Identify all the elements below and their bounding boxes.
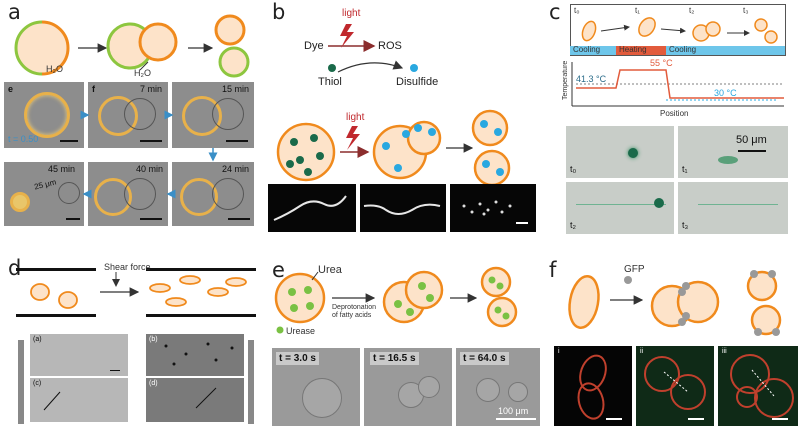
sub-a-label: (a) — [33, 336, 42, 343]
temp-mid-label: 41.3 °C — [576, 74, 607, 84]
panel-e-schematic — [274, 266, 518, 334]
image-c-t1: 50 μm t₁ — [678, 126, 788, 178]
position-axis-label: Position — [660, 109, 689, 118]
panel-a-label: a — [8, 0, 21, 24]
heating-label: Heating — [619, 45, 647, 54]
sub-d-label: (d) — [149, 380, 158, 387]
ros-label: ROS — [378, 40, 402, 52]
deprotonation-label: Deprotonation — [332, 304, 376, 311]
light-label-2: light — [346, 112, 365, 123]
time-45-label: 45 min — [48, 164, 76, 174]
panel-c-label: c — [549, 0, 561, 24]
fatty-acids-label: of fatty acids — [332, 312, 372, 319]
urease-label: Urease — [286, 326, 316, 336]
scale-strip-left — [18, 340, 24, 424]
panel-d-label: d — [8, 256, 22, 280]
cooling-zone-2: Cooling — [666, 45, 785, 55]
micrograph-e-note: t = 0.50 — [8, 134, 39, 144]
shear-force-label: Shear force — [104, 262, 151, 272]
temperature-profile-plot — [571, 62, 784, 107]
micrograph-f-iii: iii — [718, 346, 798, 426]
micrograph-24min: 24 min — [172, 162, 254, 226]
scale-strip-right — [248, 340, 254, 424]
scalebar-50um: 50 μm — [736, 134, 767, 146]
micrograph-e-t1: t = 3.0 s — [272, 348, 360, 426]
image-t1-label: t₁ — [682, 164, 688, 174]
schematic-t2: t₂ — [689, 6, 695, 15]
micrograph-e: e t = 0.50 — [4, 82, 84, 148]
micrograph-f-label: f — [92, 84, 95, 94]
micrograph-f-ii: ii — [636, 346, 714, 426]
vesicle-icon — [16, 22, 68, 74]
micrograph-d-b: (b) — [146, 334, 244, 376]
micrograph-40min: 40 min — [88, 162, 168, 226]
micrograph-45min: 45 min 25 μm — [4, 162, 84, 226]
micrograph-e-t2: t = 16.5 s — [364, 348, 452, 426]
temp-high-label: 55 °C — [650, 58, 673, 68]
panel-f-label: f — [549, 258, 557, 282]
sub-iii-label: iii — [722, 348, 727, 355]
panel-f-schematic — [568, 270, 782, 336]
panel-d-schematic — [16, 268, 256, 317]
time-64s-label: t = 64.0 s — [460, 352, 509, 365]
sub-b-label: (b) — [149, 336, 158, 343]
panel-e-label: e — [272, 258, 285, 282]
time-24-label: 24 min — [222, 164, 250, 174]
micrograph-f-i: i — [554, 346, 632, 426]
lightning-icon — [340, 24, 354, 48]
urea-label: Urea — [318, 264, 342, 276]
cooling-label-1: Cooling — [573, 45, 601, 54]
panel-a-flow-arrows — [80, 110, 218, 199]
heating-zone: Heating — [616, 45, 666, 55]
micrograph-e-label: e — [8, 84, 14, 94]
light-label-1: light — [342, 8, 361, 19]
fluorescence-image-3 — [450, 184, 536, 232]
micrograph-f: f 7 min — [88, 82, 168, 148]
panel-b-label: b — [272, 0, 286, 24]
image-c-t0: t₀ — [566, 126, 674, 178]
panel-a-schematic — [14, 14, 250, 78]
micrograph-d-d: (d) — [146, 378, 244, 422]
lightning-icon-2 — [346, 126, 360, 150]
disulfide-label: Disulfide — [396, 76, 439, 88]
micrograph-d-c: (c) — [30, 378, 128, 422]
scalebar-100um: 100 μm — [498, 406, 529, 416]
time-3s-label: t = 3.0 s — [276, 352, 319, 365]
sub-ii-label: ii — [640, 348, 644, 355]
micrograph-e-t3: t = 64.0 s 100 μm — [456, 348, 540, 426]
time-40-label: 40 min — [136, 164, 164, 174]
thiol-label: Thiol — [318, 76, 342, 88]
image-t2-label: t₂ — [570, 220, 576, 230]
schematic-t1: t₁ — [635, 6, 640, 15]
micrograph-f-time: 7 min — [140, 84, 163, 94]
schematic-t0: t₀ — [574, 6, 580, 15]
dye-label: Dye — [304, 40, 324, 52]
micrograph-d-a: (a) — [30, 334, 128, 376]
water-label-1: H₂O — [46, 64, 63, 74]
micrograph-15min: 15 min — [172, 82, 254, 148]
sub-i-label: i — [558, 348, 560, 355]
image-c-t3: t₃ — [678, 182, 788, 234]
fluorescence-image-2 — [360, 184, 446, 232]
temperature-axis-label: Temperature — [562, 60, 569, 100]
panel-b-schematic — [276, 24, 511, 187]
time-16-5s-label: t = 16.5 s — [370, 352, 419, 365]
cooling-zone-1: Cooling — [570, 45, 616, 55]
water-label-2: H₂O — [134, 68, 151, 78]
schematic-t3: t₃ — [743, 6, 749, 15]
temp-low-label: 30 °C — [714, 88, 737, 98]
gfp-label: GFP — [624, 264, 645, 275]
image-t0-label: t₀ — [570, 164, 577, 174]
image-c-t2: t₂ — [566, 182, 674, 234]
heating-schematic-box: t₀ t₁ t₂ t₃ — [570, 4, 786, 56]
sub-c-label: (c) — [33, 380, 42, 387]
time-15-label: 15 min — [222, 84, 250, 94]
cooling-label-2: Cooling — [669, 45, 697, 54]
image-t3-label: t₃ — [682, 220, 689, 230]
fluorescence-image-1 — [268, 184, 356, 232]
